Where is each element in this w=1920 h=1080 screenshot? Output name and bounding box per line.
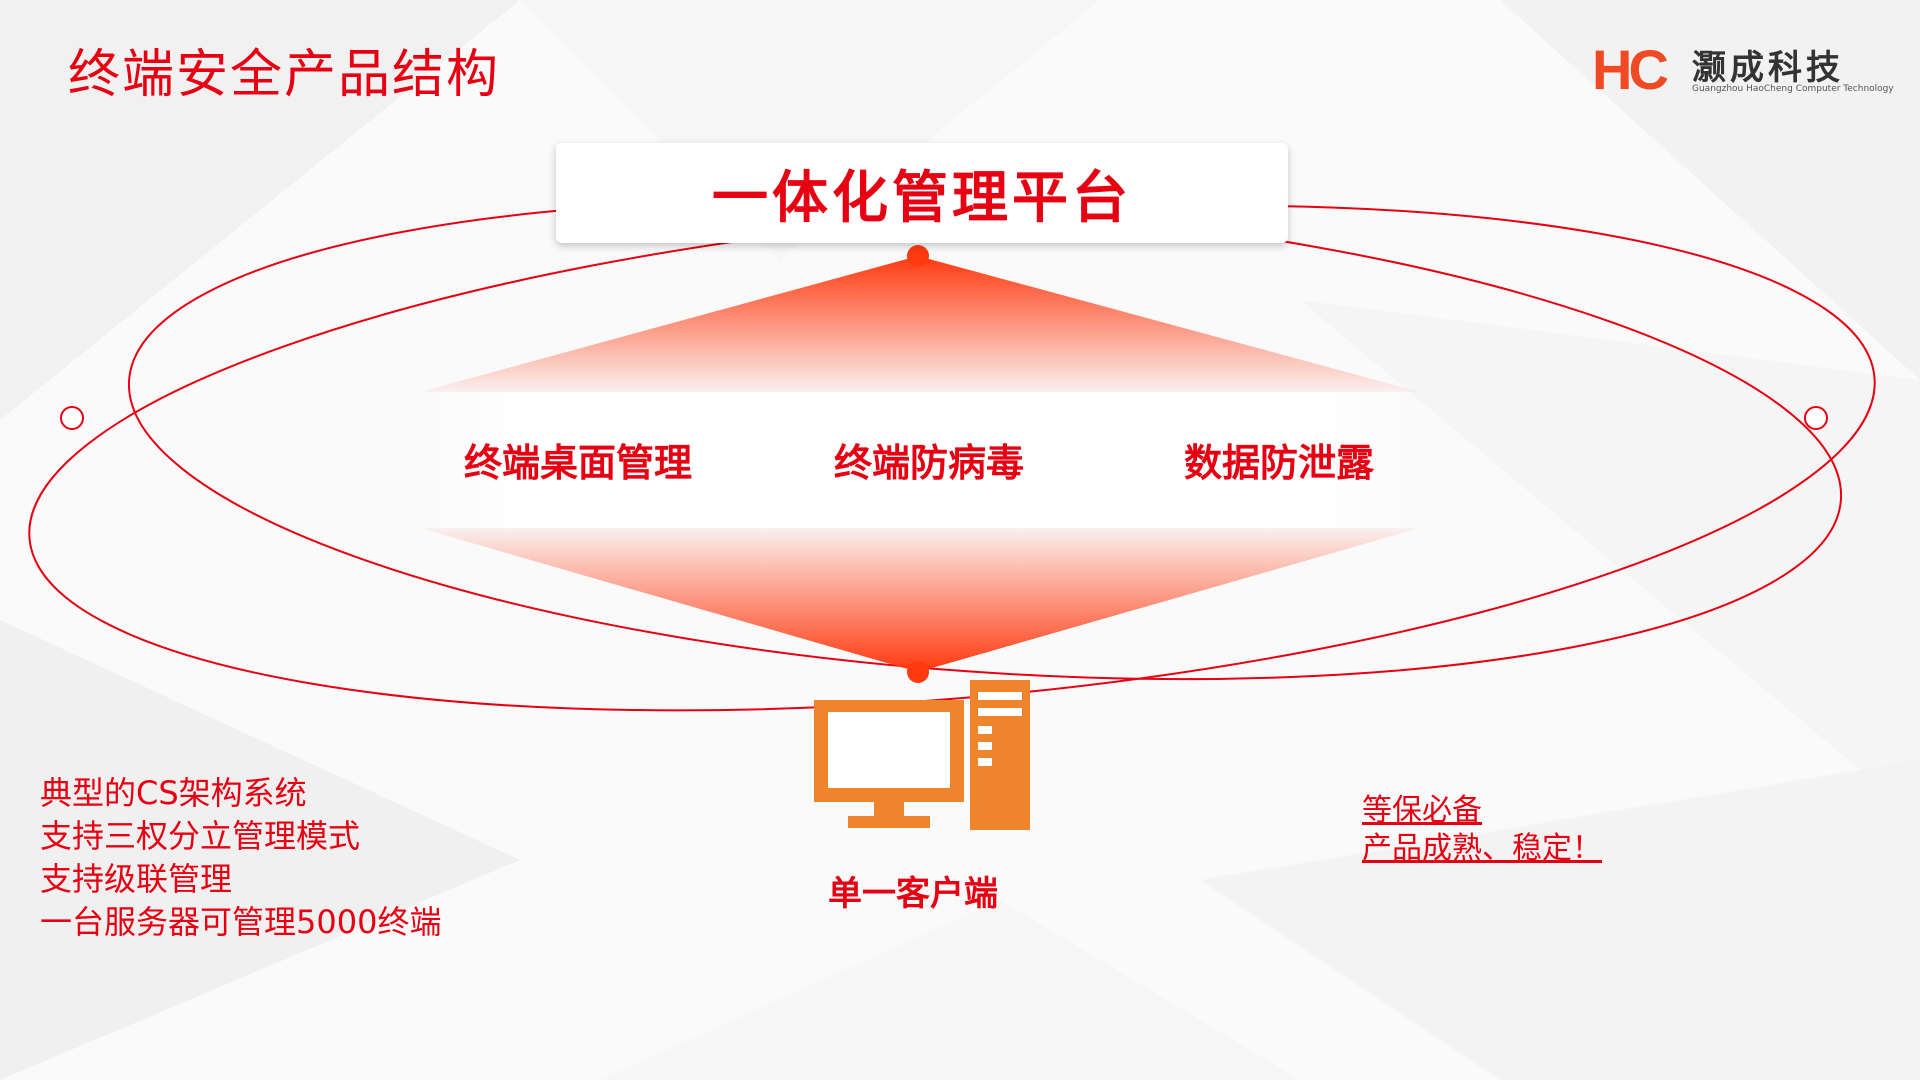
feature-item: 支持级联管理 [40,860,233,898]
orbit-node-right [1804,406,1828,430]
note-item: 产品成熟、稳定！ [1362,831,1602,866]
node-bottom [907,661,929,683]
note-item: 等保必备 [1362,793,1482,828]
module-band [420,392,1420,528]
node-top [907,245,929,267]
logo-name-cn: 灏成科技 [1692,48,1844,88]
module-desktop-management: 终端桌面管理 [464,441,693,485]
feature-item: 一台服务器可管理5000终端 [40,903,442,941]
orbit-node-left [60,406,84,430]
client-label: 单一客户端 [828,874,998,914]
desktop-computer-icon [814,680,1030,830]
feature-item: 支持三权分立管理模式 [40,817,361,855]
funnel-top [420,256,1420,392]
notes: 等保必备 产品成熟、稳定！ [1362,792,1602,868]
module-antivirus: 终端防病毒 [834,441,1025,485]
funnel-bottom [420,528,1420,672]
page-title: 终端安全产品结构 [68,45,501,105]
feature-list: 典型的CS架构系统 支持三权分立管理模式 支持级联管理 一台服务器可管理5000… [40,772,441,944]
module-data-leak-prevention: 数据防泄露 [1184,441,1375,485]
platform-label: 一体化管理平台 [712,165,1132,231]
company-logo: HC 灏成科技 Guangzhou HaoCheng Computer Tech… [1592,36,1894,106]
feature-item: 典型的CS架构系统 [40,774,307,812]
platform-box: 一体化管理平台 [556,143,1288,243]
logo-name-en: Guangzhou HaoCheng Computer Technology [1692,84,1894,94]
logo-mark: HC [1592,38,1669,101]
